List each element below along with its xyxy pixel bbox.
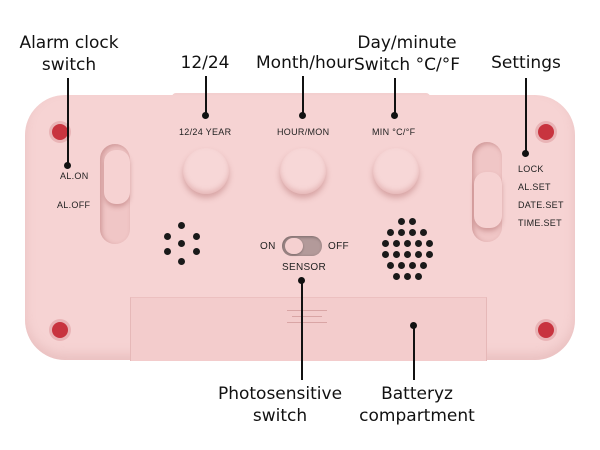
speaker-hole [178,222,185,229]
battery-cover-grip [287,310,327,311]
year-button-label: 12/24 YEAR [179,127,232,137]
speaker-hole [387,229,394,236]
year-button[interactable] [183,148,229,194]
leader-line-settings [525,78,527,153]
screw-top-left-icon [52,124,68,140]
sensor-label: SENSOR [282,262,327,273]
screw-bottom-right-icon [538,322,554,338]
battery-compartment[interactable] [130,297,487,361]
callout-day-minute: Day/minute Switch °C/°F [354,33,460,75]
speaker-hole [420,262,427,269]
speaker-hole [420,229,427,236]
sensor-toggle[interactable] [282,236,322,256]
speaker-hole [178,240,185,247]
speaker-hole [381,240,389,247]
hour-mon-button[interactable] [280,148,326,194]
leader-dot-month-hour [299,112,306,119]
speaker-hole [392,240,400,247]
speaker-hole [425,240,433,247]
callout-month-hour: Month/hour [256,53,354,73]
min-temp-button-label: MIN °C/°F [372,127,416,137]
leader-dot-day-minute [391,112,398,119]
speaker-hole [392,251,400,258]
speaker-hole [403,273,411,280]
speaker-hole [409,229,416,236]
callout-alarm-switch: Alarm clock switch [19,33,119,75]
callout-photosensitive: Photosensitive switch [217,384,343,426]
speaker-hole [178,258,185,265]
speaker-hole [381,251,389,258]
callout-battery: Batteryz compartment [359,384,475,426]
leader-line-day-minute [394,78,396,116]
settings-option-dateset: DATE.SET [518,200,564,210]
leader-line-battery [413,326,415,380]
callout-hour-format: 12/24 [180,53,230,73]
speaker-hole [398,218,405,225]
leader-dot-battery [410,322,417,329]
speaker-hole [414,251,422,258]
leader-dot-hour-format [202,112,209,119]
alarm-switch-knob[interactable] [104,150,130,204]
speaker-hole [164,233,171,240]
screw-bottom-left-icon [52,322,68,338]
speaker-hole [403,240,411,247]
settings-option-timeset: TIME.SET [518,218,562,228]
speaker-hole [193,233,200,240]
leader-line-photosensitive [301,280,303,380]
speaker-hole [414,273,422,280]
speaker-hole [164,248,171,255]
settings-option-lock: LOCK [518,164,544,174]
leader-line-month-hour [302,76,304,116]
speaker-hole [414,240,422,247]
leader-line-alarm [67,78,69,165]
leader-dot-settings [522,150,529,157]
min-temp-button[interactable] [373,148,419,194]
speaker-hole [193,248,200,255]
leader-line-hour-format [205,76,207,116]
hour-mon-button-label: HOUR/MON [277,127,330,137]
callout-settings: Settings [491,53,561,73]
sensor-toggle-thumb [285,238,303,254]
settings-switch-knob[interactable] [474,172,502,228]
alarm-off-label: AL.OFF [57,200,91,210]
alarm-on-label: AL.ON [60,171,89,181]
battery-cover-grip [292,316,322,317]
speaker-hole [398,262,405,269]
speaker-hole [387,262,394,269]
speaker-hole [398,229,405,236]
battery-cover-grip [287,322,327,323]
speaker-hole [409,218,416,225]
speaker-hole [425,251,433,258]
leader-dot-alarm [64,162,71,169]
settings-option-alset: AL.SET [518,182,551,192]
leader-dot-photosensitive [298,277,305,284]
speaker-hole [409,262,416,269]
sensor-off-label: OFF [328,241,349,252]
sensor-on-label: ON [260,241,276,252]
screw-top-right-icon [538,124,554,140]
speaker-hole [392,273,400,280]
speaker-hole [403,251,411,258]
